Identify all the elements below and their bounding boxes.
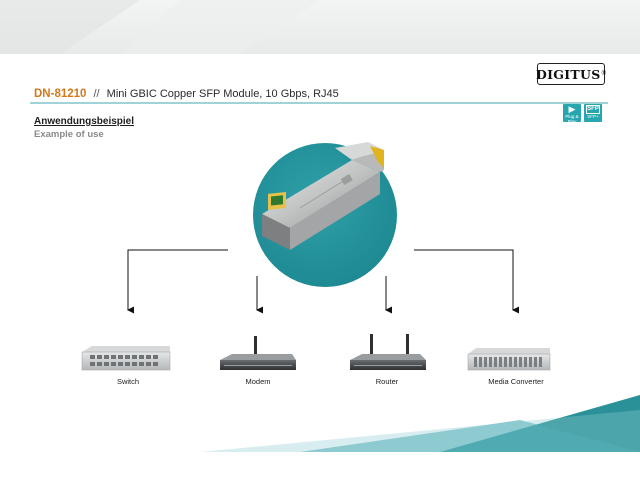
line-to-switch [127,249,228,314]
brand-mark: ® [601,71,606,77]
section-title: Anwendungsbeispiel [34,116,135,127]
product-code: DN-81210 [34,88,87,100]
title-separator: // [93,88,100,100]
router-label: Router [375,377,399,386]
line-to-media-converter [414,249,519,314]
switch-device-icon [81,346,171,371]
header-rule [30,102,608,104]
switch-label: Switch [116,377,140,386]
modem-label: Modem [245,377,271,386]
router-device-icon [350,334,426,370]
media-converter-label: Media Converter [488,377,544,386]
connector-lines [127,249,519,314]
brand-name: DIGITUS [536,66,601,82]
sfp-module-image [262,142,384,250]
play-icon: ▶ [568,104,576,114]
product-name: Mini GBIC Copper SFP Module, 10 Gbps, RJ… [106,88,339,100]
sfp-icon: SFP [586,105,600,114]
digitus-logo: DIGITUS® [536,63,606,85]
plug-and-play-caption: Plug & Play [565,114,579,124]
modem-device-icon [220,336,296,370]
sfp-plus-badge: SFP SFP+ [584,104,602,122]
product-title: DN-81210 // Mini GBIC Copper SFP Module,… [34,88,339,100]
plug-and-play-badge: ▶ Plug & Play [563,104,581,124]
media-converter-device-icon [467,348,551,371]
section-subtitle: Example of use [34,129,104,140]
sfp-plus-caption: SFP+ [587,114,599,119]
bottom-band [0,452,640,480]
